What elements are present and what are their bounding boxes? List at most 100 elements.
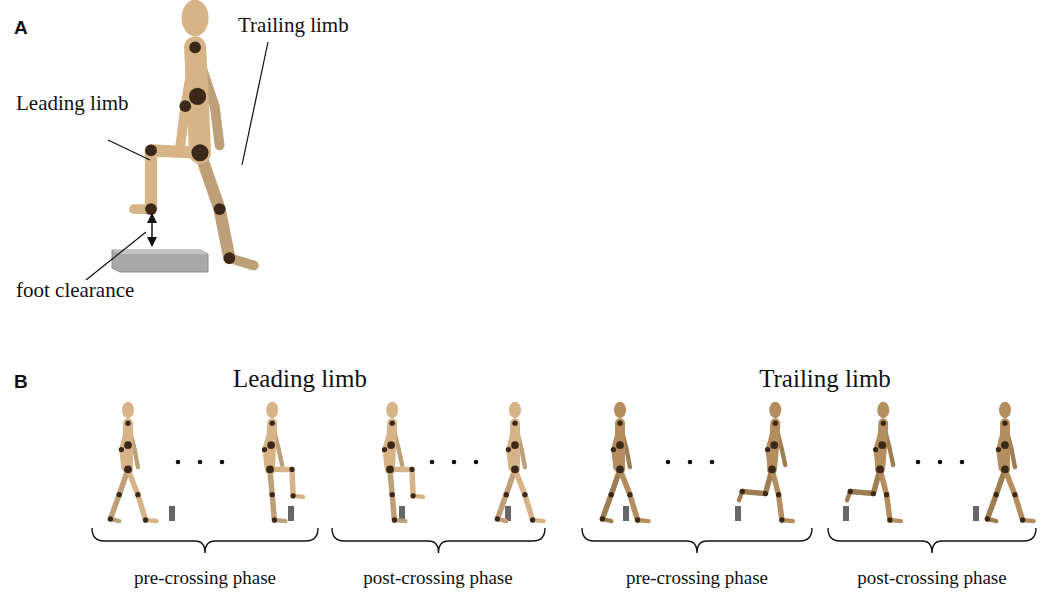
- part-label: Trailing limb: [238, 14, 349, 37]
- joint: [616, 466, 624, 474]
- joint: [627, 492, 632, 497]
- joint: [143, 517, 148, 522]
- joint: [382, 447, 387, 452]
- brace: [828, 528, 1036, 553]
- obstacle: [505, 506, 511, 521]
- joint: [270, 492, 275, 497]
- head: [614, 402, 626, 419]
- joint: [125, 421, 130, 426]
- joint: [266, 466, 274, 474]
- joint: [763, 491, 768, 496]
- joint: [600, 516, 605, 521]
- mannequin: [108, 402, 157, 523]
- panel-letter: B: [14, 372, 28, 393]
- joint: [145, 144, 157, 156]
- limb: [151, 150, 200, 209]
- limb: [1005, 469, 1023, 520]
- part-label: foot clearance: [16, 279, 134, 302]
- head: [999, 402, 1011, 419]
- obstacle: [169, 506, 175, 521]
- mannequin: [739, 402, 793, 523]
- joint: [272, 517, 277, 522]
- limb: [497, 469, 515, 519]
- joint: [985, 516, 990, 521]
- limb: [987, 469, 1005, 519]
- joint: [387, 441, 395, 449]
- phase-label: post-crossing phase: [857, 568, 1006, 589]
- ellipsis-dot: [452, 460, 457, 465]
- joint: [635, 517, 640, 522]
- limb: [880, 469, 890, 520]
- joint: [611, 447, 616, 452]
- obstacle: [112, 250, 208, 272]
- joint: [145, 203, 157, 215]
- joint: [871, 491, 876, 496]
- joint: [770, 441, 778, 449]
- phase-label: pre-crossing phase: [626, 568, 768, 589]
- limb: [270, 469, 293, 495]
- joint: [289, 467, 294, 472]
- obstacle-top: [112, 250, 208, 254]
- limb: [515, 469, 533, 520]
- mannequin: [134, 0, 254, 265]
- limb: [850, 469, 880, 493]
- joint: [876, 466, 884, 474]
- joint: [267, 441, 275, 449]
- joint: [512, 421, 517, 426]
- ellipsis-dot: [710, 460, 715, 465]
- leader-line: [86, 232, 146, 280]
- joint: [119, 447, 124, 452]
- joint: [511, 466, 519, 474]
- ellipsis-dot: [938, 460, 943, 465]
- joint: [117, 492, 122, 497]
- ellipsis-dot: [220, 460, 225, 465]
- brace: [332, 528, 545, 553]
- joint: [409, 467, 414, 472]
- limb: [742, 469, 772, 493]
- head: [509, 402, 521, 419]
- part-label: Leading limb: [16, 92, 129, 115]
- limb: [390, 469, 413, 495]
- head: [877, 402, 889, 419]
- mannequin: [495, 402, 544, 523]
- ellipsis-dot: [198, 460, 203, 465]
- joint: [878, 441, 886, 449]
- limb: [602, 469, 620, 519]
- joint: [996, 447, 1001, 452]
- ellipsis-dot: [688, 460, 693, 465]
- clearance-arrow: [151, 214, 153, 246]
- joint: [616, 441, 624, 449]
- joint: [495, 516, 500, 521]
- ellipsis-dot: [430, 460, 435, 465]
- joint: [179, 100, 191, 112]
- obstacle: [288, 506, 294, 521]
- panel-letter: A: [14, 18, 28, 39]
- limb: [772, 469, 782, 520]
- joint: [214, 203, 226, 215]
- mannequin: [847, 402, 901, 523]
- joint: [189, 88, 206, 105]
- joint: [1020, 517, 1025, 522]
- joint: [108, 516, 113, 521]
- joint: [410, 493, 415, 498]
- head: [769, 402, 781, 419]
- mannequin: [600, 402, 649, 523]
- obstacle: [735, 506, 741, 521]
- limb: [128, 469, 146, 520]
- joint: [124, 466, 132, 474]
- limb: [270, 469, 274, 520]
- joint: [511, 441, 519, 449]
- joint: [1001, 466, 1009, 474]
- obstacle: [623, 506, 629, 521]
- obstacle: [843, 506, 849, 521]
- phase-label: post-crossing phase: [363, 568, 512, 589]
- joint: [1002, 421, 1007, 426]
- joint: [386, 466, 394, 474]
- mannequin: [262, 402, 303, 523]
- joint: [994, 492, 999, 497]
- joint: [392, 517, 397, 522]
- joint: [776, 492, 781, 497]
- joint: [506, 447, 511, 452]
- joint: [873, 447, 878, 452]
